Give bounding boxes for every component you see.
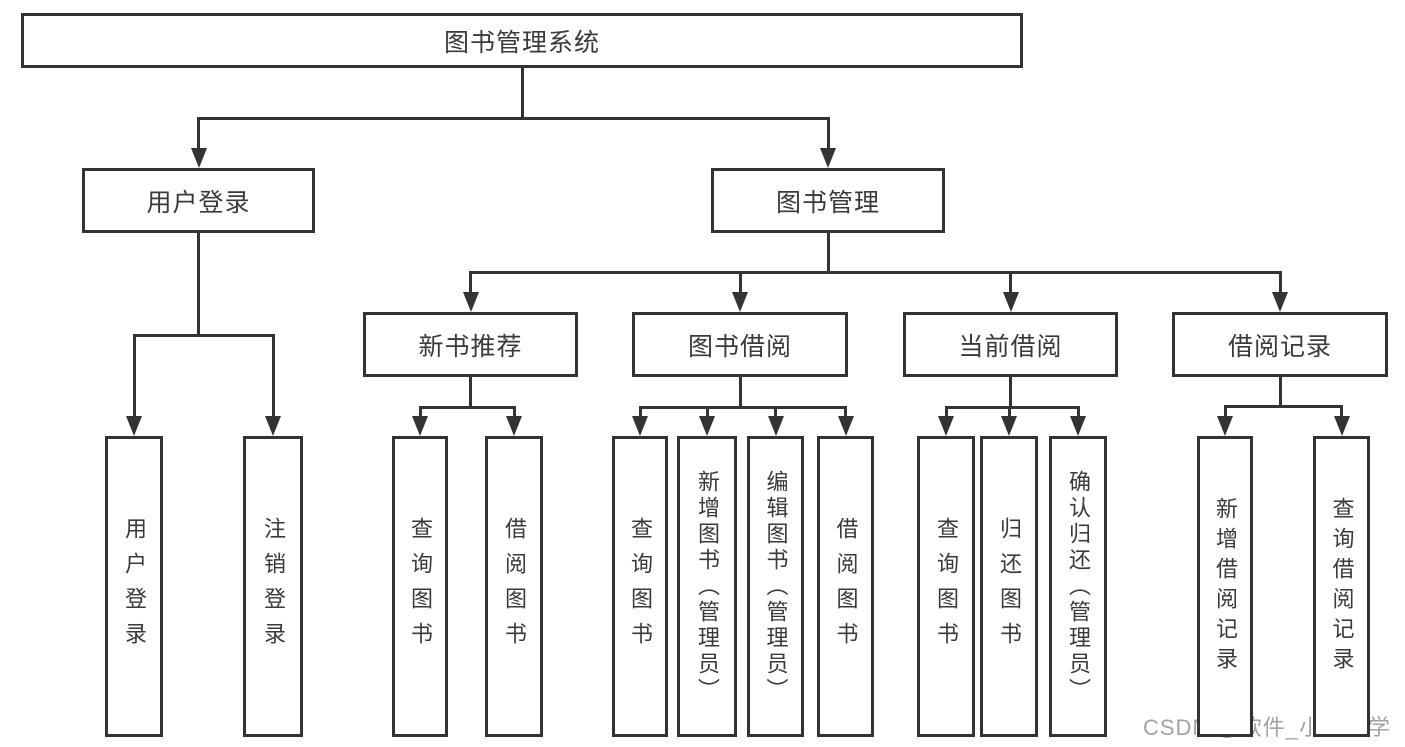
arrow-down-icon	[632, 416, 648, 436]
arrow-down-icon	[506, 416, 522, 436]
arrow-down-icon	[938, 416, 954, 436]
node-mgmt: 图书管理	[711, 168, 945, 233]
connector-segment	[944, 405, 1080, 409]
connector-segment	[738, 272, 742, 296]
connector-segment	[520, 68, 524, 120]
node-rec-add: 新增借阅记录	[1197, 436, 1253, 737]
connector-segment	[1278, 272, 1282, 296]
node-borrow: 图书借阅	[632, 312, 848, 377]
connector-segment	[1009, 272, 1012, 296]
connector-segment	[826, 118, 830, 152]
connector-segment	[469, 270, 1282, 274]
arrow-down-icon	[190, 148, 207, 168]
node-bw-borrow: 借阅图书	[817, 436, 874, 737]
node-bw-edit: 编辑图书（管理员）	[747, 436, 804, 737]
connector-segment	[1278, 377, 1282, 408]
arrow-down-icon	[126, 416, 142, 436]
connector-segment	[1076, 407, 1080, 420]
node-cur-confirm: 确认归还（管理员）	[1049, 436, 1107, 737]
arrow-down-icon	[1070, 416, 1086, 436]
connector-segment	[705, 407, 709, 420]
connector-segment	[132, 335, 136, 420]
arrow-down-icon	[462, 292, 479, 312]
node-login-logout: 注销登录	[243, 436, 303, 737]
arrow-down-icon	[820, 148, 836, 168]
node-nb-borrow: 借阅图书	[485, 436, 543, 737]
arrow-down-icon	[265, 416, 281, 436]
connector-segment	[132, 333, 275, 337]
node-bw-query: 查询图书	[612, 436, 668, 737]
arrow-down-icon	[412, 416, 428, 436]
arrow-down-icon	[1272, 292, 1288, 312]
arrow-down-icon	[1002, 292, 1019, 312]
node-cur-return: 归还图书	[980, 436, 1038, 737]
node-current: 当前借阅	[903, 312, 1118, 377]
connector-segment	[1007, 407, 1011, 420]
connector-segment	[638, 407, 642, 420]
arrow-down-icon	[1217, 416, 1233, 436]
connector-segment	[418, 407, 422, 420]
node-rec-query: 查询借阅记录	[1313, 436, 1370, 737]
connector-segment	[738, 377, 742, 409]
arrow-down-icon	[1333, 416, 1350, 436]
connector-segment	[826, 233, 830, 274]
connector-segment	[1009, 377, 1012, 409]
connector-segment	[844, 407, 847, 420]
node-root: 图书管理系统	[21, 13, 1023, 68]
arrow-down-icon	[699, 416, 715, 436]
arrow-down-icon	[837, 416, 854, 436]
connector-segment	[469, 377, 472, 409]
connector-segment	[469, 272, 472, 296]
arrow-down-icon	[767, 416, 784, 436]
connector-segment	[418, 405, 516, 409]
connector-segment	[197, 116, 830, 120]
connector-segment	[271, 335, 275, 420]
node-newbook: 新书推荐	[363, 312, 578, 377]
node-cur-query: 查询图书	[917, 436, 975, 737]
node-login-user: 用户登录	[105, 436, 163, 737]
connector-segment	[197, 233, 200, 337]
arrow-down-icon	[1001, 416, 1017, 436]
node-nb-query: 查询图书	[392, 436, 448, 737]
node-bw-add: 新增图书（管理员）	[677, 436, 737, 737]
connector-segment	[1223, 404, 1343, 408]
connector-segment	[638, 405, 847, 409]
connector-segment	[944, 407, 948, 420]
node-records: 借阅记录	[1172, 312, 1388, 377]
connector-segment	[197, 118, 200, 152]
arrow-down-icon	[732, 292, 748, 312]
connector-segment	[1340, 406, 1343, 420]
connector-segment	[774, 407, 777, 420]
node-login: 用户登录	[82, 168, 315, 233]
connector-segment	[1223, 406, 1227, 420]
connector-segment	[512, 407, 516, 420]
